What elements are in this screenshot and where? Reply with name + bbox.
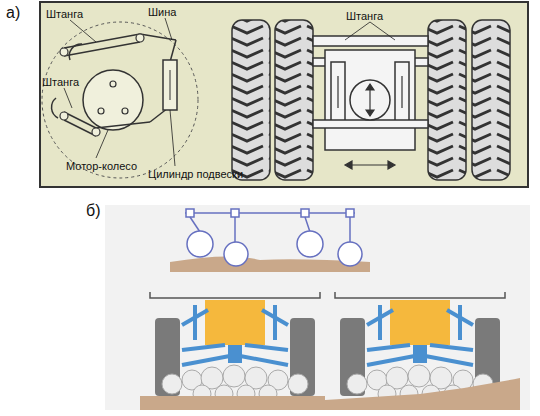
part-label: Штанга <box>46 8 83 20</box>
part-label: Мотор-колесо <box>66 160 137 172</box>
part-label: Цилиндр подвески <box>148 168 243 180</box>
part-label: Штанга <box>346 10 383 22</box>
panel-letter: б) <box>86 202 101 220</box>
part-label: Штанга <box>42 76 79 88</box>
panel-letter: а) <box>6 4 20 22</box>
part-label: Шина <box>148 6 176 18</box>
